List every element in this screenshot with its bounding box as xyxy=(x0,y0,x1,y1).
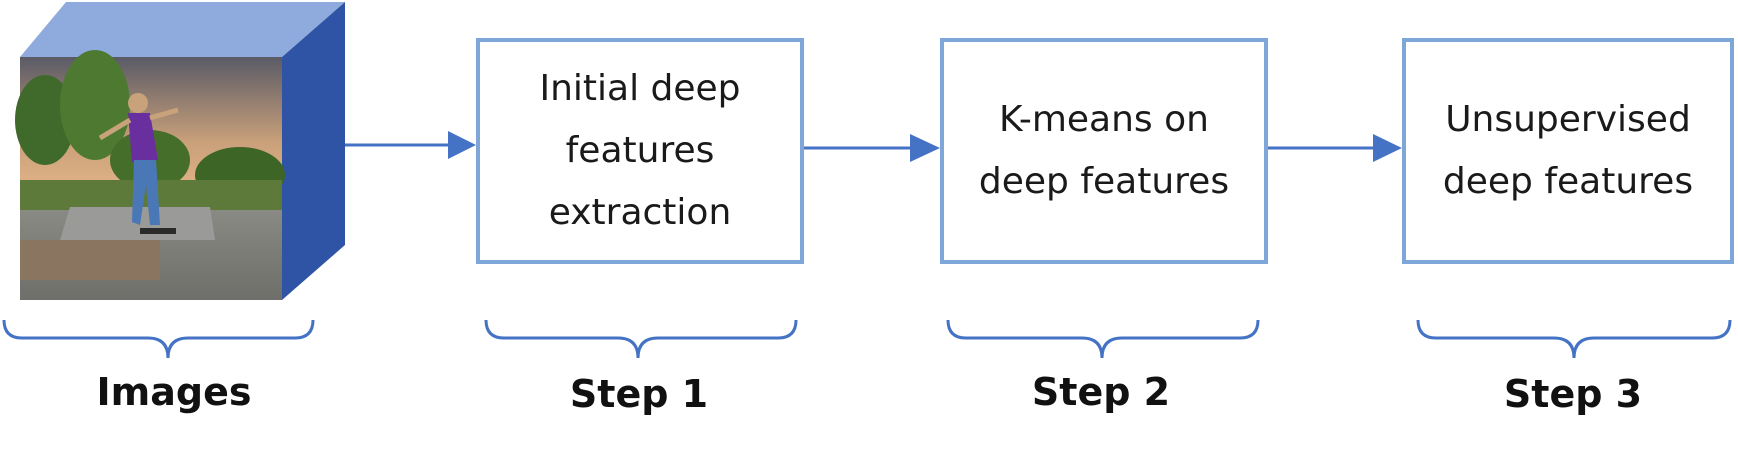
step1-box: Initial deep features extraction xyxy=(476,38,804,264)
arrow-step1-to-step2 xyxy=(801,134,940,162)
cube-side-face xyxy=(282,2,345,300)
step2-box: K-means on deep features xyxy=(940,38,1268,264)
step3-text: Unsupervised deep features xyxy=(1442,99,1694,202)
cube-top-face xyxy=(20,2,345,57)
arrow-step2-to-step3 xyxy=(1267,134,1402,162)
image-cube xyxy=(15,2,345,300)
arrow-images-to-step1 xyxy=(345,131,476,159)
step3-box: Unsupervised deep features xyxy=(1402,38,1734,264)
brace-step1 xyxy=(484,319,798,359)
images-label: Images xyxy=(96,370,252,414)
skateboarder-photo xyxy=(15,50,285,300)
step1-label: Step 1 xyxy=(569,372,709,416)
step2-label: Step 2 xyxy=(1031,370,1171,414)
step2-text: K-means on deep features xyxy=(978,99,1230,202)
brace-step3 xyxy=(1416,319,1732,359)
brace-images xyxy=(2,319,315,359)
step1-text: Initial deep features extraction xyxy=(539,68,741,233)
brace-step2 xyxy=(946,319,1260,359)
step3-label: Step 3 xyxy=(1503,372,1643,416)
